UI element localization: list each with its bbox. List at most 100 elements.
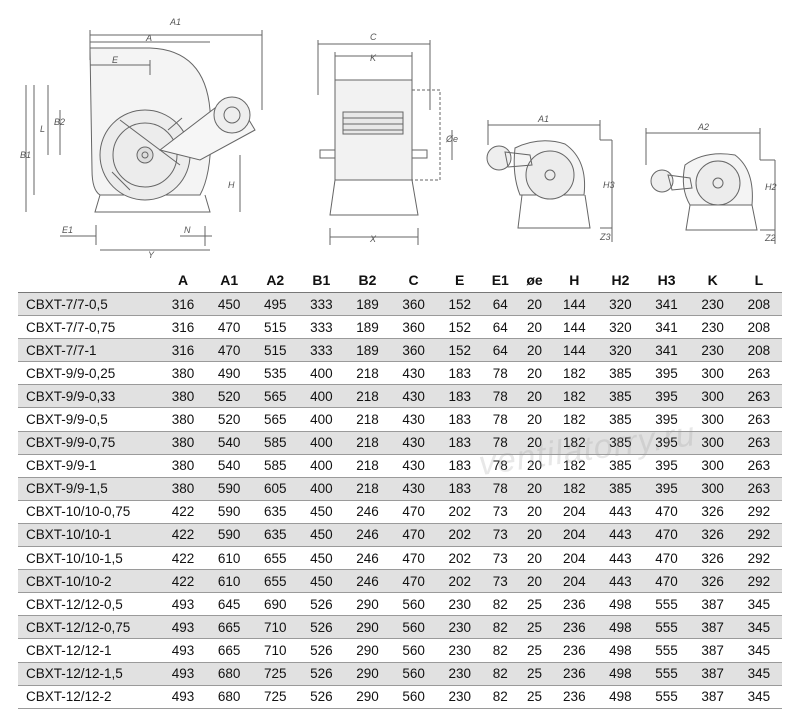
model-cell: CBXT-12/12-2 [18, 685, 160, 709]
value-cell: 230 [689, 292, 736, 317]
value-cell: 230 [436, 592, 483, 617]
value-cell: 560 [390, 592, 437, 617]
view-three-labels: A1 H3 Z3 [537, 114, 615, 242]
value-cell: 78 [482, 477, 518, 501]
value-cell: 230 [689, 338, 736, 363]
value-cell: 183 [436, 384, 483, 409]
value-cell: 182 [551, 477, 598, 501]
model-cell: CBXT-12/12-0,75 [18, 615, 160, 640]
value-cell: 82 [482, 662, 518, 686]
model-cell: CBXT-12/12-1 [18, 638, 160, 663]
value-cell: 300 [689, 477, 736, 501]
value-cell: 25 [517, 592, 552, 617]
value-cell: 385 [597, 454, 644, 478]
dim-label-oe: Øe [445, 134, 458, 144]
dim-label-a2: A2 [697, 122, 709, 132]
value-cell: 560 [390, 685, 437, 709]
value-cell: 422 [160, 523, 207, 548]
value-cell: 565 [252, 407, 299, 432]
value-cell: 218 [344, 431, 391, 455]
value-cell: 25 [517, 662, 552, 686]
value-cell: 470 [643, 546, 690, 571]
value-cell: 380 [160, 454, 207, 478]
dim-label-a1-view3: A1 [537, 114, 549, 124]
value-cell: 400 [298, 477, 345, 501]
value-cell: 493 [160, 615, 207, 640]
value-cell: 450 [298, 500, 345, 524]
value-cell: 20 [517, 454, 552, 478]
value-cell: 725 [252, 662, 299, 686]
value-cell: 387 [689, 662, 736, 686]
value-cell: 144 [551, 292, 598, 317]
model-cell: CBXT-10/10-0,75 [18, 500, 160, 524]
value-cell: 326 [689, 569, 736, 594]
model-cell: CBXT-9/9-0,33 [18, 384, 160, 409]
value-cell: 380 [160, 477, 207, 501]
value-cell: 182 [551, 384, 598, 409]
model-cell: CBXT-7/7-1 [18, 338, 160, 363]
value-cell: 263 [735, 407, 782, 432]
value-cell: 320 [597, 315, 644, 340]
value-cell: 20 [517, 292, 552, 317]
value-cell: 515 [252, 315, 299, 340]
model-cell: CBXT-10/10-2 [18, 569, 160, 594]
column-header: H2 [597, 268, 644, 293]
value-cell: 246 [344, 546, 391, 571]
value-cell: 246 [344, 523, 391, 548]
drawings-svg: A1 A E L B2 B1 H E1 N Y C K Øe X A1 H3 Z… [20, 17, 777, 260]
value-cell: 380 [160, 384, 207, 409]
value-cell: 498 [597, 662, 644, 686]
column-header: K [689, 268, 736, 293]
value-cell: 450 [298, 523, 345, 548]
model-cell: CBXT-12/12-0,5 [18, 592, 160, 617]
model-cell: CBXT-7/7-0,75 [18, 315, 160, 340]
dim-label-h: H [228, 180, 235, 190]
value-cell: 218 [344, 477, 391, 501]
value-cell: 183 [436, 477, 483, 501]
value-cell: 218 [344, 384, 391, 409]
value-cell: 82 [482, 592, 518, 617]
value-cell: 64 [482, 315, 518, 340]
value-cell: 20 [517, 569, 552, 594]
dim-label-z3: Z3 [599, 232, 611, 242]
value-cell: 395 [643, 431, 690, 455]
view-four-labels: A2 H2 Z2 [697, 122, 777, 243]
value-cell: 202 [436, 546, 483, 571]
value-cell: 395 [643, 477, 690, 501]
value-cell: 495 [252, 292, 299, 317]
model-cell: CBXT-9/9-1 [18, 454, 160, 478]
value-cell: 560 [390, 615, 437, 640]
value-cell: 590 [206, 500, 253, 524]
value-cell: 470 [643, 500, 690, 524]
dim-label-b2: B2 [54, 117, 65, 127]
model-cell: CBXT-10/10-1 [18, 523, 160, 548]
value-cell: 316 [160, 315, 207, 340]
value-cell: 345 [735, 592, 782, 617]
value-cell: 78 [482, 431, 518, 455]
value-cell: 526 [298, 638, 345, 663]
value-cell: 78 [482, 454, 518, 478]
value-cell: 560 [390, 662, 437, 686]
value-cell: 526 [298, 615, 345, 640]
value-cell: 20 [517, 477, 552, 501]
value-cell: 326 [689, 523, 736, 548]
dim-label-k: K [370, 53, 377, 63]
value-cell: 690 [252, 592, 299, 617]
value-cell: 20 [517, 361, 552, 386]
value-cell: 430 [390, 384, 437, 409]
dim-label-h2: H2 [765, 182, 777, 192]
value-cell: 680 [206, 685, 253, 709]
value-cell: 490 [206, 361, 253, 386]
value-cell: 360 [390, 292, 437, 317]
value-cell: 470 [390, 546, 437, 571]
value-cell: 144 [551, 315, 598, 340]
value-cell: 236 [551, 638, 598, 663]
value-cell: 320 [597, 292, 644, 317]
column-header: H3 [643, 268, 690, 293]
value-cell: 535 [252, 361, 299, 386]
